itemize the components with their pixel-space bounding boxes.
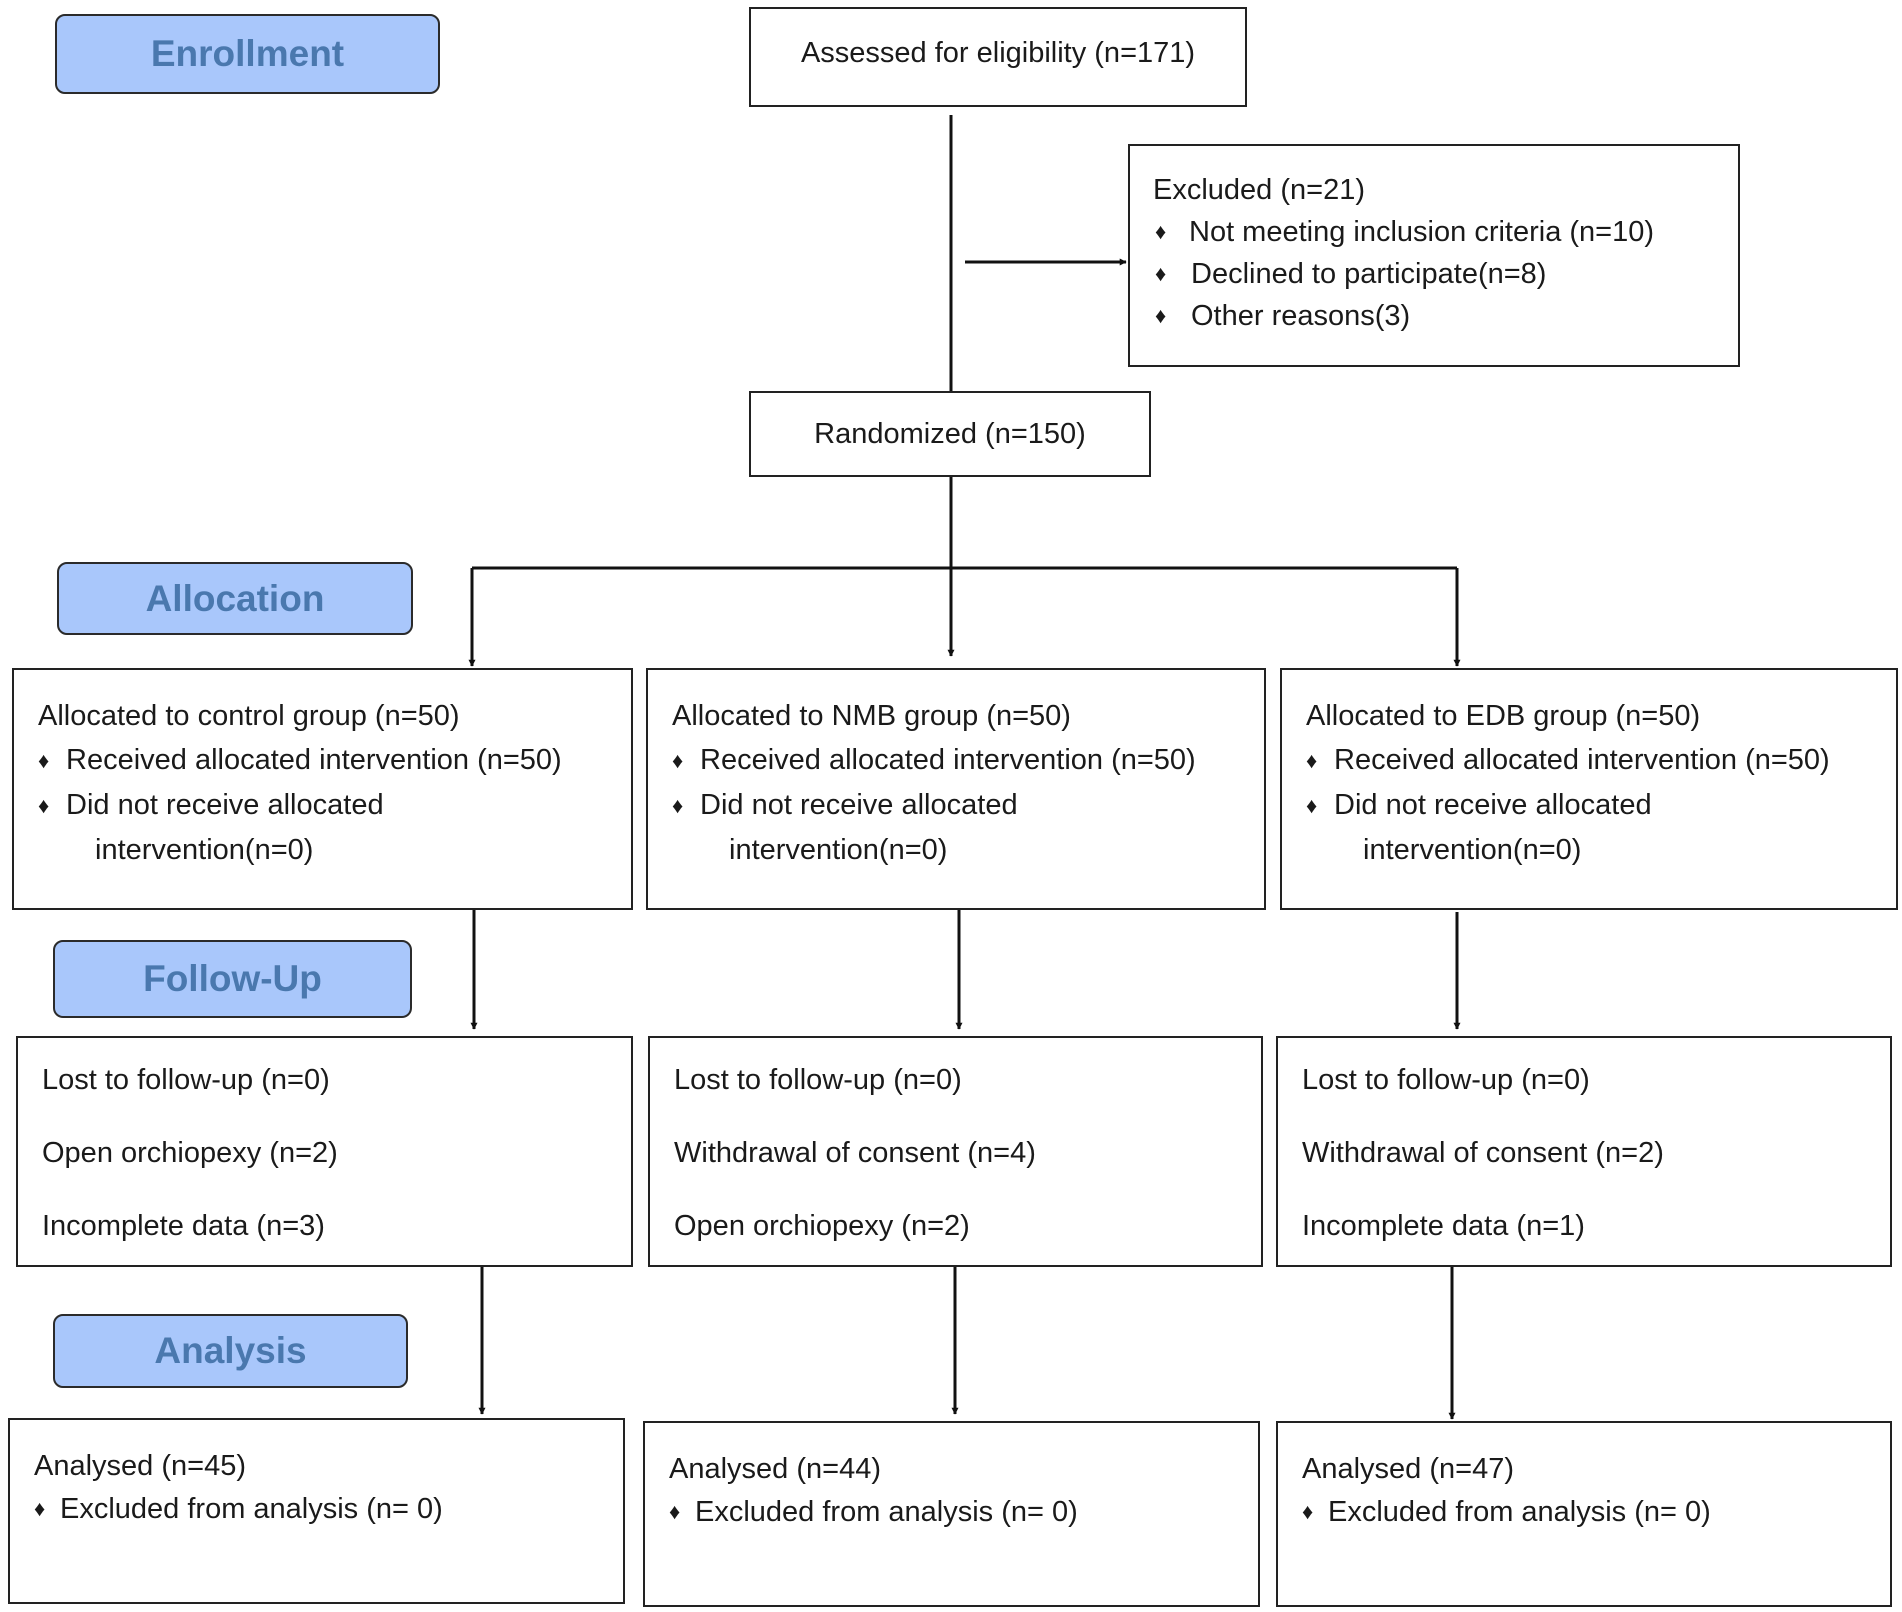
bullet-icon: ♦ <box>38 793 50 818</box>
allocated-text: Allocated to NMB group (n=50) <box>672 700 1071 732</box>
stage-label-follow-up: Follow-Up <box>53 940 412 1018</box>
allocated-text: Allocated to control group (n=50) <box>38 700 460 732</box>
stage-label-analysis: Analysis <box>53 1314 408 1388</box>
followup-line: Incomplete data (n=3) <box>42 1210 325 1242</box>
randomized-text: Randomized (n=150) <box>814 418 1086 450</box>
randomized-box: Randomized (n=150) <box>749 391 1151 477</box>
analysis-box-control: Analysed (n=45) ♦ Excluded from analysis… <box>8 1418 625 1604</box>
excluded-item: Other reasons(3) <box>1191 300 1411 332</box>
not-received-count: intervention(n=0) <box>729 834 948 866</box>
excluded-analysis-text: Excluded from analysis (n= 0) <box>1328 1496 1711 1528</box>
analysed-text: Analysed (n=44) <box>669 1453 881 1485</box>
followup-line: Withdrawal of consent (n=4) <box>674 1137 1036 1169</box>
allocation-box-control: Allocated to control group (n=50) ♦ Rece… <box>12 668 633 910</box>
followup-line: Lost to follow-up (n=0) <box>674 1064 962 1096</box>
bullet-icon: ♦ <box>1302 1499 1314 1524</box>
bullet-icon: ♦ <box>34 1496 46 1521</box>
followup-line: Open orchiopexy (n=2) <box>674 1210 970 1242</box>
received-text: Received allocated intervention (n=50) <box>66 744 562 776</box>
allocation-box-nmb: Allocated to NMB group (n=50) ♦ Received… <box>646 668 1266 910</box>
not-received-text: Did not receive allocated <box>66 789 384 821</box>
received-text: Received allocated intervention (n=50) <box>700 744 1196 776</box>
followup-line: Incomplete data (n=1) <box>1302 1210 1585 1242</box>
stage-label-enrollment: Enrollment <box>55 14 440 94</box>
analysis-box-edb: Analysed (n=47) ♦ Excluded from analysis… <box>1276 1421 1892 1607</box>
followup-line: Lost to follow-up (n=0) <box>42 1064 330 1096</box>
stage-label-allocation: Allocation <box>57 562 413 635</box>
bullet-icon: ♦ <box>38 748 50 773</box>
not-received-text: Did not receive allocated <box>700 789 1018 821</box>
bullet-icon: ♦ <box>1155 219 1167 244</box>
bullet-icon: ♦ <box>1155 261 1167 286</box>
assessed-box: Assessed for eligibility (n=171) <box>749 7 1247 107</box>
not-received-count: intervention(n=0) <box>95 834 314 866</box>
assessed-text: Assessed for eligibility (n=171) <box>800 37 1196 69</box>
excluded-analysis-text: Excluded from analysis (n= 0) <box>60 1493 443 1525</box>
not-received-count: intervention(n=0) <box>1363 834 1582 866</box>
excluded-title: Excluded (n=21) <box>1153 174 1365 206</box>
followup-line: Lost to follow-up (n=0) <box>1302 1064 1590 1096</box>
allocated-text: Allocated to EDB group (n=50) <box>1306 700 1701 732</box>
excluded-item: Not meeting inclusion criteria (n=10) <box>1189 216 1655 248</box>
bullet-icon: ♦ <box>1306 793 1318 818</box>
followup-box-nmb: Lost to follow-up (n=0) Withdrawal of co… <box>648 1036 1263 1267</box>
bullet-icon: ♦ <box>1155 303 1167 328</box>
excluded-analysis-text: Excluded from analysis (n= 0) <box>695 1496 1078 1528</box>
allocation-box-edb: Allocated to EDB group (n=50) ♦ Received… <box>1280 668 1898 910</box>
excluded-item: Declined to participate(n=8) <box>1191 258 1547 290</box>
bullet-icon: ♦ <box>672 748 684 773</box>
analysis-box-nmb: Analysed (n=44) ♦ Excluded from analysis… <box>643 1421 1260 1607</box>
analysed-text: Analysed (n=47) <box>1302 1453 1514 1485</box>
followup-line: Open orchiopexy (n=2) <box>42 1137 338 1169</box>
received-text: Received allocated intervention (n=50) <box>1334 744 1830 776</box>
bullet-icon: ♦ <box>1306 748 1318 773</box>
excluded-box: Excluded (n=21) ♦ Not meeting inclusion … <box>1128 144 1740 367</box>
not-received-text: Did not receive allocated <box>1334 789 1652 821</box>
analysed-text: Analysed (n=45) <box>34 1450 246 1482</box>
followup-box-control: Lost to follow-up (n=0) Open orchiopexy … <box>16 1036 633 1267</box>
bullet-icon: ♦ <box>672 793 684 818</box>
followup-line: Withdrawal of consent (n=2) <box>1302 1137 1664 1169</box>
followup-box-edb: Lost to follow-up (n=0) Withdrawal of co… <box>1276 1036 1892 1267</box>
bullet-icon: ♦ <box>669 1499 681 1524</box>
